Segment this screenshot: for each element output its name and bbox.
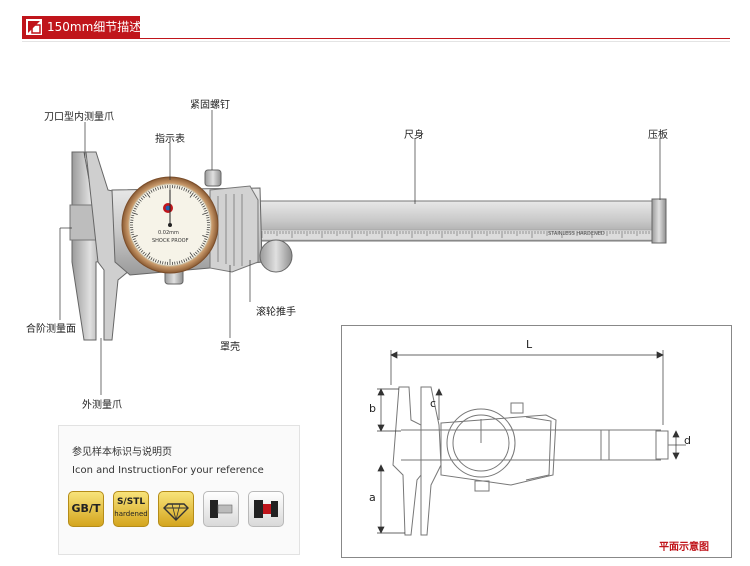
- label-beam: 尺身: [404, 130, 424, 141]
- stainless-hardened-badge: S/STL hardened: [113, 491, 149, 527]
- dim-a: a: [369, 491, 376, 504]
- label-end-plate: 压板: [648, 130, 668, 141]
- dim-d: d: [684, 434, 691, 447]
- dim-b: b: [369, 402, 376, 415]
- beam-text: STAINLESS HARDENED: [548, 231, 605, 237]
- label-inner-jaw: 刀口型内测量爪: [44, 112, 114, 123]
- schematic-label: 平面示意图: [659, 542, 709, 553]
- page-title: 150mm细节描述: [47, 20, 142, 34]
- reference-info-box: [58, 425, 300, 555]
- caliper-illustration: [59, 110, 667, 395]
- dial-text-shock: SHOCK PROOF: [152, 238, 189, 244]
- reference-title: 参见样本标识与说明页: [72, 447, 172, 458]
- header-bar: [22, 16, 140, 38]
- dim-c: c: [430, 397, 437, 410]
- header-rule-shadow: [22, 41, 730, 42]
- label-step: 合阶测量面: [26, 324, 76, 335]
- thumb-roller-icon: [259, 239, 293, 273]
- gbt-badge: GB/T: [68, 491, 104, 527]
- label-cover: 罩壳: [220, 342, 240, 353]
- label-outer-jaw: 外测量爪: [82, 400, 122, 411]
- label-lock-screw: 紧固螺钉: [190, 100, 230, 111]
- label-dial: 指示表: [155, 134, 185, 145]
- dim-L: L: [526, 338, 533, 351]
- outer-jaw-type-icon: [248, 491, 284, 527]
- dial-gauge: [121, 176, 219, 274]
- label-thumb-roller: 滚轮推手: [256, 307, 296, 318]
- schematic-frame: [341, 325, 732, 558]
- schematic-drawing: [377, 350, 686, 536]
- leader-lines: [59, 110, 661, 395]
- header-logo-icon: [26, 19, 42, 35]
- badge-ss-line1: S/STL: [116, 497, 146, 507]
- lock-screw-icon: [204, 169, 222, 187]
- inner-jaw-type-icon: [203, 491, 239, 527]
- badge-ss-line2: hardened: [114, 510, 148, 518]
- header-rule: [22, 38, 730, 39]
- diamond-icon: [158, 491, 194, 527]
- dial-text-mm: 0.02mm: [158, 230, 179, 236]
- reference-subtitle: Icon and InstructionFor your reference: [72, 465, 264, 476]
